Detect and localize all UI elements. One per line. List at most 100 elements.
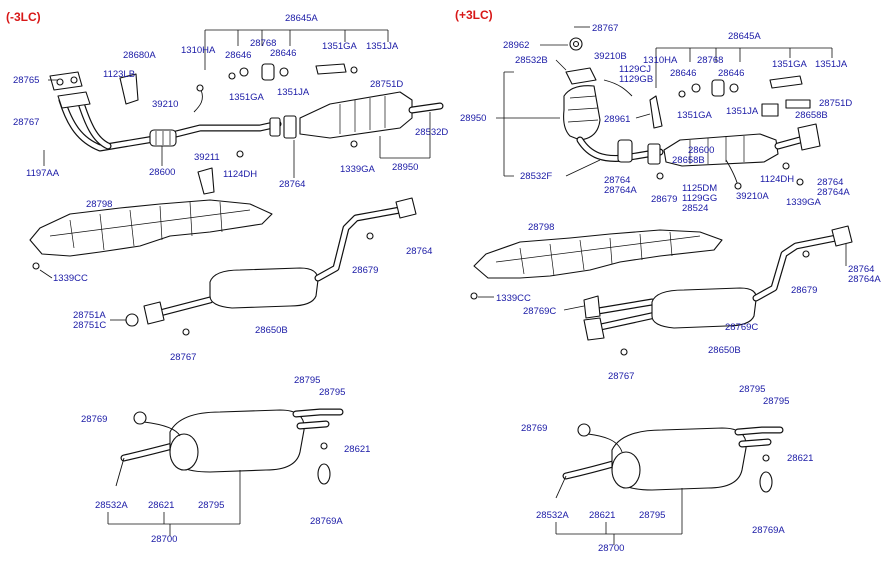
lbl-28650B-left: 28650B	[255, 325, 288, 336]
lbl-1351GA-left-top: 1351GA	[322, 41, 358, 52]
lbl-28532A-right: 28532A	[536, 510, 569, 521]
lbl-28768-right: 28768	[697, 55, 723, 66]
main-muffler-28700-right	[555, 423, 784, 499]
variant-header-minus-3lc: (-3LC)	[6, 10, 41, 24]
lbl-28645A-right: 28645A	[728, 31, 761, 42]
catalytic-converter	[269, 91, 444, 139]
lbl-28768-left: 28768	[250, 38, 276, 49]
lbl-28524: 28524	[682, 203, 708, 214]
main-muffler-28700	[115, 408, 344, 487]
lbl-28767-right: 28767	[592, 23, 618, 34]
lbl-28795-left-c: 28795	[198, 500, 224, 511]
lbl-1339CC-right: 1339CC	[496, 293, 531, 304]
lbl-28751C: 28751C	[73, 320, 106, 331]
lbl-28769C-right-b: 28769C	[725, 322, 758, 333]
lbl-39210B: 39210B	[594, 51, 627, 62]
lbl-28795-right-c: 28795	[639, 510, 665, 521]
lbl-28769A-left: 28769A	[310, 516, 343, 527]
lbl-28769C-right: 28769C	[523, 306, 556, 317]
lbl-28621-left-b: 28621	[148, 500, 174, 511]
lbl-1197AA: 1197AA	[26, 168, 60, 179]
lbl-1351GA-right: 1351GA	[677, 110, 713, 121]
lbl-28795-right-a: 28795	[739, 384, 765, 395]
heat-shield-28798-right	[473, 229, 723, 279]
lbl-1123LB: 1123LB	[103, 69, 135, 80]
lbl-39210-left: 39210	[152, 99, 178, 110]
lbl-1339GA-right: 1339GA	[786, 197, 822, 208]
lbl-28767-left-b: 28767	[170, 352, 196, 363]
lbl-1129GB: 1129GB	[619, 74, 653, 85]
lbl-28532A-left: 28532A	[95, 500, 128, 511]
lbl-28646-right-b: 28646	[718, 68, 744, 79]
lbl-28769-left: 28769	[81, 414, 107, 425]
lbl-28961: 28961	[604, 114, 630, 125]
lbl-39211: 39211	[194, 152, 220, 163]
right-diagram: 28767 28645A 28962 39210B 28532B 1310HA …	[460, 23, 881, 554]
lbl-28764-right-c: 28764	[848, 264, 874, 275]
lbl-28600-right: 28600	[688, 145, 714, 156]
lbl-1351JA-left: 1351JA	[277, 87, 310, 98]
lbl-28764-left: 28764	[279, 179, 305, 190]
lbl-1129GG: 1129GG	[682, 193, 717, 204]
lbl-28532F: 28532F	[520, 171, 552, 182]
lbl-28680A: 28680A	[123, 50, 156, 61]
lbl-28764A-right: 28764A	[604, 185, 637, 196]
lbl-39210A: 39210A	[736, 191, 769, 202]
lbl-1351GA-right-top: 1351GA	[772, 59, 808, 70]
lbl-28769-right: 28769	[521, 423, 547, 434]
lbl-28679-right: 28679	[651, 194, 677, 205]
lbl-28700-right: 28700	[598, 543, 624, 554]
lbl-28795-right-b: 28795	[763, 396, 789, 407]
lbl-1310HA-left: 1310HA	[181, 45, 216, 56]
lbl-28764-right: 28764	[604, 175, 630, 186]
lbl-28645A: 28645A	[285, 13, 318, 24]
lbl-28650B-right: 28650B	[708, 345, 741, 356]
lbl-28767-left: 28767	[13, 117, 39, 128]
lbl-28600-left: 28600	[149, 167, 175, 178]
lbl-28751A: 28751A	[73, 310, 106, 321]
lbl-1339GA-left: 1339GA	[340, 164, 376, 175]
lbl-28950-left: 28950	[392, 162, 418, 173]
lbl-28751D-right: 28751D	[819, 98, 852, 109]
lbl-28798-right: 28798	[528, 222, 554, 233]
lbl-28679-right-b: 28679	[791, 285, 817, 296]
lbl-28764A-right-b: 28764A	[817, 187, 850, 198]
lbl-28658B-right: 28658B	[795, 110, 828, 121]
lbl-28765: 28765	[13, 75, 39, 86]
lbl-1310HA-right: 1310HA	[643, 55, 678, 66]
heat-shield-28798	[29, 199, 273, 257]
lbl-28679-left: 28679	[352, 265, 378, 276]
rear-converter	[617, 123, 821, 167]
lbl-28751D-left: 28751D	[370, 79, 403, 90]
lbl-28764-right-b: 28764	[817, 177, 843, 188]
center-pipe-28650B	[143, 197, 417, 325]
lbl-1124DH-left: 1124DH	[223, 169, 257, 180]
lbl-1351GA-left: 1351GA	[229, 92, 265, 103]
lbl-28798-left: 28798	[86, 199, 112, 210]
lbl-28769A-right: 28769A	[752, 525, 785, 536]
lbl-28795-left-a: 28795	[294, 375, 320, 386]
lbl-1339CC-left: 1339CC	[53, 273, 88, 284]
lbl-28621-left: 28621	[344, 444, 370, 455]
lbl-28621-right-b: 28621	[589, 510, 615, 521]
lbl-28646-left-a: 28646	[225, 50, 251, 61]
lbl-28532B: 28532B	[515, 55, 548, 66]
lbl-28962: 28962	[503, 40, 529, 51]
lbl-28795-left-b: 28795	[319, 387, 345, 398]
lbl-1351JA-left-top: 1351JA	[366, 41, 399, 52]
lbl-1129CJ: 1129CJ	[619, 64, 651, 75]
center-pipe-28650B-right	[583, 225, 853, 341]
variant-header-plus-3lc: (+3LC)	[455, 8, 493, 22]
lbl-28646-left-b: 28646	[270, 48, 296, 59]
left-diagram: 28645A 1310HA 28646 28768 28646 1351GA 1…	[13, 13, 448, 545]
lbl-28764A-right-c: 28764A	[848, 274, 881, 285]
lbl-28646-right-a: 28646	[670, 68, 696, 79]
lbl-28700-left: 28700	[151, 534, 177, 545]
hanger-28768	[261, 63, 275, 81]
lbl-28767-right-b: 28767	[608, 371, 634, 382]
lbl-28658B-right-b: 28658B	[672, 155, 705, 166]
lbl-1124DH-right: 1124DH	[760, 174, 794, 185]
lbl-28621-right: 28621	[787, 453, 813, 464]
lbl-1125DM: 1125DM	[682, 183, 717, 194]
